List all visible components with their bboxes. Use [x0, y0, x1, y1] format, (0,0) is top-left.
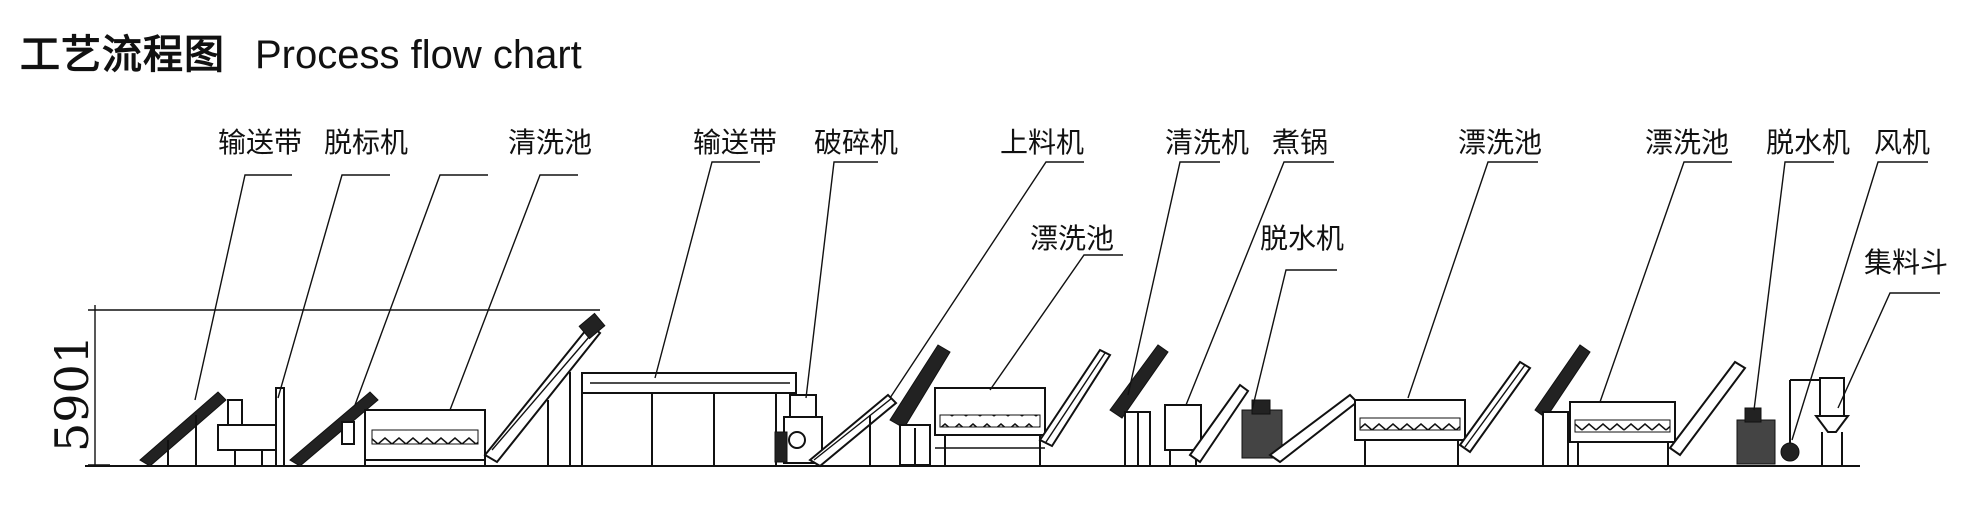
label-washer: 清洗机 — [1165, 126, 1249, 159]
page-title: 工艺流程图 Process flow chart — [20, 22, 582, 78]
label-crusher: 破碎机 — [814, 126, 898, 159]
loader-1-drawing — [808, 393, 898, 468]
screw-5-drawing — [1458, 360, 1532, 454]
rinsing-tank-2-drawing — [1354, 399, 1466, 466]
label-rinsing-tank-2: 漂洗池 — [1458, 126, 1542, 159]
washing-tank-1-drawing — [364, 409, 486, 466]
label-fan: 风机 — [1874, 126, 1930, 159]
screw-4-drawing — [1268, 393, 1359, 464]
washer-3-drawing — [1534, 344, 1591, 467]
title-chinese: 工艺流程图 — [20, 32, 225, 78]
label-conveyor-1: 输送带 — [218, 126, 302, 159]
height-dimension: 5901 — [45, 305, 600, 466]
rinsing-tank-1-drawing — [934, 387, 1046, 466]
title-english: Process flow chart — [255, 33, 582, 77]
label-remover-drawing — [217, 387, 285, 467]
label-conveyor-2: 输送带 — [693, 126, 777, 159]
crusher-drawing — [774, 394, 823, 464]
conveyor-1-drawing — [139, 391, 227, 467]
fan-drawing — [1780, 379, 1826, 462]
label-loader: 上料机 — [1000, 126, 1084, 159]
inclined-screw-drawing — [483, 312, 606, 466]
leader-lines — [194, 161, 1940, 441]
label-boiler: 煮锅 — [1272, 126, 1328, 159]
dewatering-1-drawing — [1241, 399, 1283, 459]
screw-6-drawing — [1668, 360, 1747, 457]
washer-2-drawing — [1109, 344, 1169, 467]
label-rinsing-tank-1: 漂洗池 — [1030, 222, 1114, 255]
label-label-remover: 脱标机 — [324, 126, 408, 159]
washer-1-drawing — [889, 344, 951, 466]
screw-2-drawing — [1038, 348, 1112, 448]
equipment-labels: 输送带 脱标机 清洗池 输送带 破碎机 上料机 漂洗池 清洗机 煮锅 脱水机 漂… — [218, 126, 1948, 279]
label-dewatering-2: 脱水机 — [1766, 126, 1850, 159]
belt-conveyor-drawing — [581, 372, 797, 467]
label-washing-tank: 清洗池 — [508, 126, 592, 159]
dimension-label: 5901 — [45, 335, 99, 452]
silo-drawing — [1814, 377, 1850, 466]
machinery — [139, 312, 1850, 468]
dewatering-2-drawing — [1736, 407, 1776, 465]
label-silo: 集料斗 — [1864, 246, 1948, 279]
label-rinsing-tank-3: 漂洗池 — [1645, 126, 1729, 159]
screw-3-drawing — [1188, 383, 1250, 464]
conveyor-2-drawing — [289, 391, 379, 467]
label-dewatering-1: 脱水机 — [1260, 222, 1344, 255]
rinsing-tank-3-drawing — [1569, 401, 1676, 466]
